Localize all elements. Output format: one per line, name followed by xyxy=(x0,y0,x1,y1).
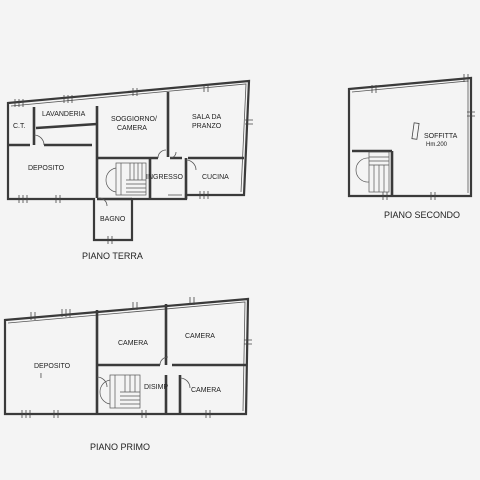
second-floor-outer-wall xyxy=(347,76,473,198)
room-label-cucina: CUCINA xyxy=(202,174,229,181)
ground-floor-plan: C.T. LAVANDERIA DEPOSITO SOGGIORNO/ CAME… xyxy=(6,79,253,261)
first-floor-stairs xyxy=(99,374,141,409)
first-floor-windows xyxy=(21,297,252,418)
room-label-soggiorno-1: SOGGIORNO/ xyxy=(111,116,157,123)
room-label-bagno: BAGNO xyxy=(100,216,126,223)
first-floor-plan: DEPOSITO I CAMERA CAMERA CAMERA DISIMP P… xyxy=(3,297,252,452)
second-floor-windows xyxy=(371,74,475,200)
room-label-camera-2: CAMERA xyxy=(185,333,215,340)
first-floor-title: PIANO PRIMO xyxy=(90,442,150,452)
chimney-mark xyxy=(411,122,420,140)
first-floor-interior-walls xyxy=(95,304,246,414)
room-label-soggiorno-2: CAMERA xyxy=(117,125,147,132)
ground-floor-outer-wall xyxy=(6,79,251,242)
room-label-deposito-first: DEPOSITO xyxy=(34,363,71,370)
room-label-disimp: DISIMP xyxy=(144,384,168,391)
second-floor-stairs xyxy=(352,149,394,196)
room-label-deposito-mark: I xyxy=(40,373,42,380)
room-label-soffitta: SOFFITTA xyxy=(424,133,458,140)
room-label-lavanderia: LAVANDERIA xyxy=(42,111,86,118)
ground-floor-interior-walls xyxy=(8,92,244,201)
ground-floor-title: PIANO TERRA xyxy=(82,251,143,261)
ground-floor-stairs xyxy=(105,162,147,196)
room-label-camera-3: CAMERA xyxy=(191,387,221,394)
room-label-sala-1: SALA DA xyxy=(192,114,222,121)
room-label-sala-2: PRANZO xyxy=(192,123,222,130)
second-floor-plan: SOFFITTA Hm.200 PIANO SECONDO xyxy=(347,74,475,220)
room-label-height: Hm.200 xyxy=(426,142,448,148)
room-label-ingresso: INGRESSO xyxy=(146,174,184,181)
room-label-deposito: DEPOSITO xyxy=(28,165,65,172)
first-floor-doors xyxy=(96,356,191,389)
ground-floor-doors xyxy=(33,134,197,207)
room-label-camera-1: CAMERA xyxy=(118,340,148,347)
first-floor-outer-wall xyxy=(3,297,250,416)
ground-floor-windows xyxy=(14,84,253,244)
second-floor-title: PIANO SECONDO xyxy=(384,210,460,220)
room-label-ct: C.T. xyxy=(13,123,26,130)
